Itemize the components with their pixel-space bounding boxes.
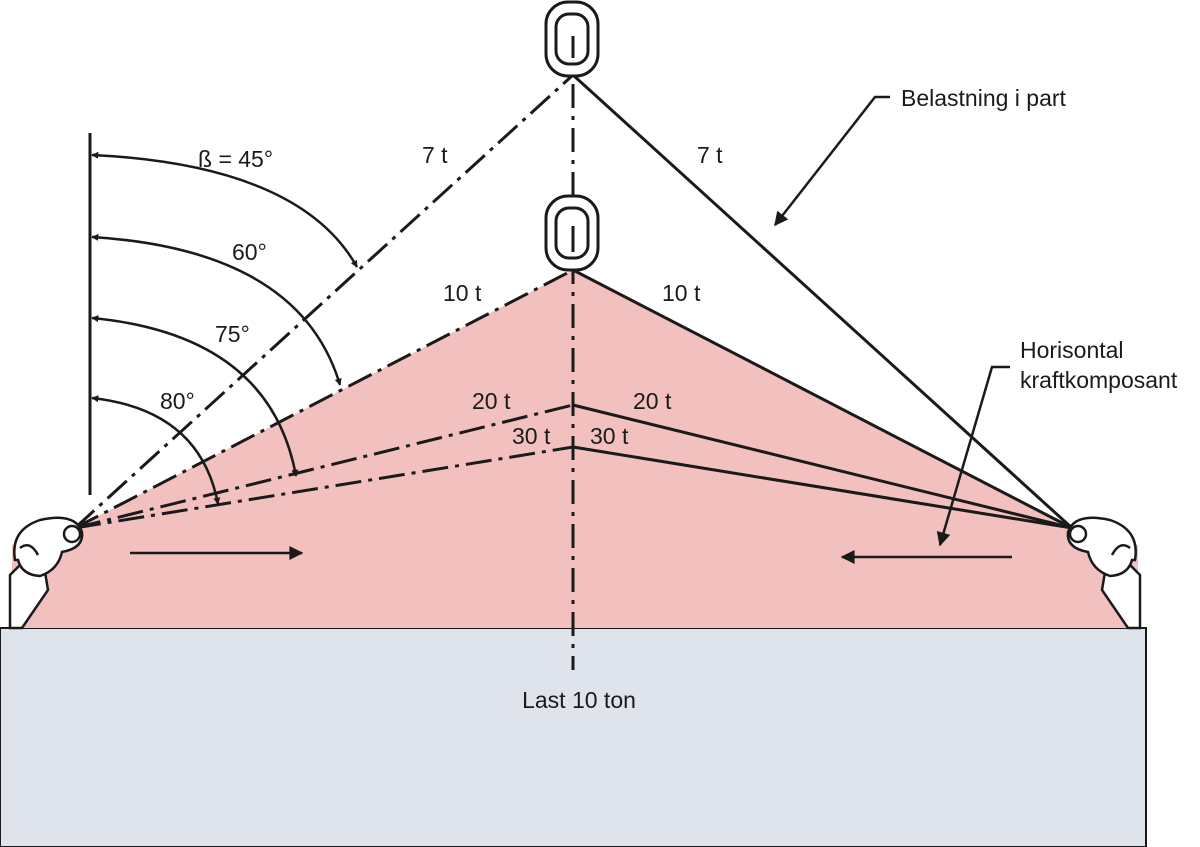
sling-left-20t <box>74 403 574 530</box>
angle-arc-75 <box>91 315 299 477</box>
part-load-label: Belastning i part <box>901 85 1067 111</box>
sling-load-30t-right: 30 t <box>590 423 629 449</box>
sling-right-20t <box>572 403 1073 530</box>
sling-load-20t-right: 20 t <box>633 388 672 414</box>
total-load-label: Last 10 ton <box>522 687 636 713</box>
angle-arc-80 <box>91 395 221 505</box>
sling-right-10t <box>572 268 1073 530</box>
part-load-leader <box>774 95 890 227</box>
master-link-lower <box>544 194 600 272</box>
sling-load-7t-left: 7 t <box>422 142 448 168</box>
horizontal-component-leader <box>936 365 1010 547</box>
sling-load-7t-right: 7 t <box>697 142 723 168</box>
sling-load-30t-left: 30 t <box>512 423 551 449</box>
master-link-upper <box>544 0 600 78</box>
angle-label-75: 75° <box>215 321 250 347</box>
sling-left-30t <box>74 445 574 530</box>
hook-left <box>8 516 84 630</box>
sling-load-10t-left: 10 t <box>443 280 482 306</box>
angle-label-80: 80° <box>160 388 195 414</box>
angle-arc-60 <box>91 233 342 386</box>
angle-label-45: ß = 45° <box>198 146 273 172</box>
hook-right <box>1066 516 1142 630</box>
horizontal-component-label-line2: kraftkomposant <box>1020 367 1178 393</box>
horizontal-component-label-line1: Horisontal <box>1020 337 1124 363</box>
sling-right-7t <box>571 73 1074 530</box>
sling-right-30t <box>572 445 1073 530</box>
force-area <box>12 270 1138 628</box>
sling-load-20t-left: 20 t <box>472 388 511 414</box>
sling-load-10t-right: 10 t <box>662 280 701 306</box>
angle-label-60: 60° <box>232 239 267 265</box>
